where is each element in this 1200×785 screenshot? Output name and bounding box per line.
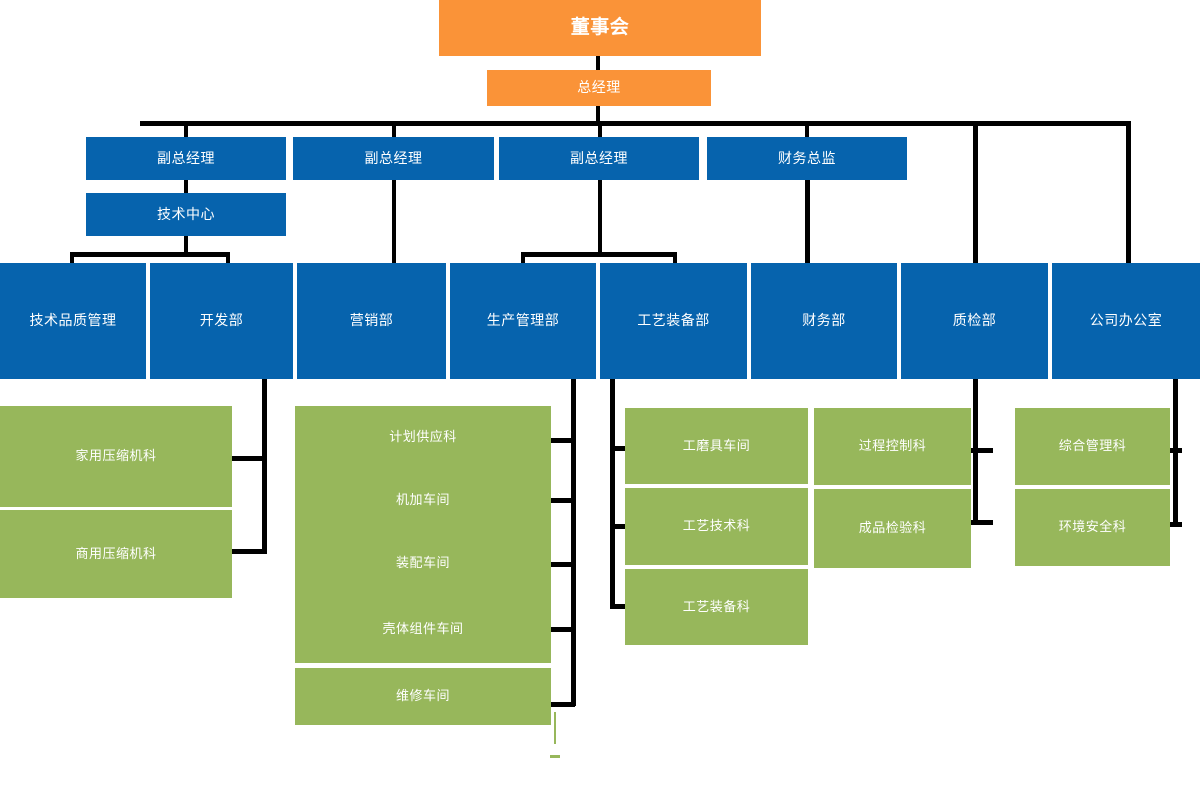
node-label: 董事会 bbox=[570, 17, 630, 39]
node-dept-company-office[interactable]: 公司办公室 bbox=[1052, 263, 1200, 379]
node-label: 环境安全科 bbox=[1058, 519, 1127, 535]
connector-deputy3-stem bbox=[598, 180, 602, 256]
node-label: 综合管理科 bbox=[1058, 438, 1127, 454]
connector-tech-center-to-tech-quality bbox=[70, 252, 74, 264]
connector-bus-to-finance-director bbox=[805, 121, 809, 137]
node-technology-center[interactable]: 技术中心 bbox=[86, 193, 286, 236]
node-section-process-equipment[interactable]: 工艺装备科 bbox=[625, 569, 808, 645]
node-section-machining-shop[interactable]: 机加车间 bbox=[295, 469, 551, 532]
node-label: 工艺装备部 bbox=[637, 312, 710, 329]
node-dept-marketing[interactable]: 营销部 bbox=[297, 263, 448, 379]
node-label: 工艺装备科 bbox=[682, 598, 751, 614]
connector-gm-bus bbox=[140, 121, 1130, 126]
node-section-commercial-compressor[interactable]: 商用压缩机科 bbox=[0, 510, 232, 598]
node-section-general-management[interactable]: 综合管理科 bbox=[1015, 408, 1170, 487]
node-label: 财务部 bbox=[802, 312, 846, 329]
node-label: 公司办公室 bbox=[1089, 312, 1163, 329]
node-section-tool-mold-shop[interactable]: 工磨具车间 bbox=[625, 408, 808, 486]
connector-quality-to-finished-inspection bbox=[971, 520, 993, 525]
node-dept-finance[interactable]: 财务部 bbox=[751, 263, 899, 379]
node-label: 技术中心 bbox=[157, 205, 215, 222]
connector-quality-to-process-control bbox=[971, 448, 993, 453]
node-dept-development[interactable]: 开发部 bbox=[150, 263, 295, 379]
node-section-maintenance-shop[interactable]: 维修车间 bbox=[295, 668, 551, 725]
node-label: 工艺技术科 bbox=[682, 518, 751, 534]
node-deputy-general-manager-3[interactable]: 副总经理 bbox=[499, 137, 699, 180]
connector-production-to-assembly-shop bbox=[551, 562, 575, 567]
connector-production-spine bbox=[571, 379, 576, 706]
node-section-planning-supply[interactable]: 计划供应科 bbox=[295, 406, 551, 469]
node-label: 副总经理 bbox=[364, 149, 423, 166]
connector-process-equipment-spine bbox=[610, 379, 615, 609]
node-section-process-technology[interactable]: 工艺技术科 bbox=[625, 488, 808, 567]
node-label: 过程控制科 bbox=[858, 438, 927, 454]
connector-tech-center-bus bbox=[70, 252, 230, 257]
connector-office-to-env-safety bbox=[1168, 522, 1182, 527]
connector-bus-to-deputy-2 bbox=[392, 121, 396, 137]
connector-board-to-gm bbox=[596, 56, 600, 70]
node-deputy-general-manager-2[interactable]: 副总经理 bbox=[293, 137, 494, 180]
connector-deputy3-to-production-mgmt bbox=[521, 252, 525, 264]
connector-production-to-machining-shop bbox=[551, 498, 575, 503]
node-label: 财务总监 bbox=[778, 149, 836, 166]
node-label: 维修车间 bbox=[395, 688, 450, 704]
node-label: 机加车间 bbox=[395, 492, 450, 508]
connector-tech-center-stem bbox=[184, 236, 188, 254]
node-label: 成品检验科 bbox=[858, 520, 927, 536]
node-label: 开发部 bbox=[199, 312, 244, 329]
connector-process-equipment-to-process-technology bbox=[610, 524, 630, 529]
connector-production-tail-green bbox=[554, 712, 556, 744]
connector-development-spine bbox=[262, 379, 267, 554]
node-deputy-general-manager-1[interactable]: 副总经理 bbox=[86, 137, 286, 180]
node-label: 副总经理 bbox=[570, 149, 628, 166]
node-label: 质检部 bbox=[952, 312, 997, 329]
node-section-env-safety[interactable]: 环境安全科 bbox=[1015, 489, 1170, 566]
node-label: 家用压缩机科 bbox=[75, 448, 157, 464]
node-label: 生产管理部 bbox=[486, 312, 560, 329]
connector-deputy3-to-process-equipment bbox=[673, 252, 677, 264]
connector-process-equipment-to-tool-mold-shop bbox=[610, 446, 630, 451]
node-label: 装配车间 bbox=[395, 555, 450, 571]
connector-development-to-home-compressor bbox=[232, 456, 266, 461]
node-label: 商用压缩机科 bbox=[75, 545, 157, 561]
node-board-of-directors[interactable]: 董事会 bbox=[439, 0, 761, 56]
node-section-shell-component-shop[interactable]: 壳体组件车间 bbox=[295, 595, 551, 663]
connector-office-to-general-management bbox=[1168, 448, 1182, 453]
node-section-finished-inspection[interactable]: 成品检验科 bbox=[814, 489, 971, 568]
node-section-assembly-shop[interactable]: 装配车间 bbox=[295, 532, 551, 595]
connector-bus-to-deputy-1 bbox=[184, 121, 188, 137]
node-section-process-control[interactable]: 过程控制科 bbox=[814, 408, 971, 487]
node-label: 总经理 bbox=[577, 79, 621, 96]
node-general-manager[interactable]: 总经理 bbox=[487, 70, 711, 106]
connector-production-tail-tick bbox=[550, 755, 560, 758]
node-label: 副总经理 bbox=[157, 149, 215, 166]
connector-bus-to-company-office bbox=[1126, 121, 1131, 263]
connector-development-to-commercial-compressor bbox=[232, 549, 266, 554]
connector-bus-to-deputy-3 bbox=[598, 121, 602, 137]
node-label: 计划供应科 bbox=[389, 429, 457, 445]
node-label: 技术品质管理 bbox=[29, 312, 117, 329]
node-label: 工磨具车间 bbox=[682, 437, 751, 453]
connector-process-equipment-to-process-equipment-sec bbox=[610, 604, 630, 609]
node-dept-quality-inspection[interactable]: 质检部 bbox=[901, 263, 1050, 379]
connector-company-office-spine bbox=[1173, 379, 1178, 527]
connector-production-to-planning-supply bbox=[551, 438, 575, 443]
connector-tech-center-to-development bbox=[226, 252, 230, 264]
node-section-home-compressor[interactable]: 家用压缩机科 bbox=[0, 406, 232, 507]
connector-production-to-shell-component-shop bbox=[551, 627, 575, 632]
node-dept-process-equipment[interactable]: 工艺装备部 bbox=[600, 263, 749, 379]
connector-gm-stem bbox=[596, 104, 600, 124]
connector-deputy1-to-tech-center bbox=[184, 180, 188, 193]
node-label: 营销部 bbox=[349, 312, 394, 329]
node-finance-director[interactable]: 财务总监 bbox=[707, 137, 907, 180]
connector-deputy3-bus bbox=[521, 252, 677, 257]
connector-deputy2-to-marketing bbox=[392, 180, 396, 264]
node-dept-tech-quality-management[interactable]: 技术品质管理 bbox=[0, 263, 148, 379]
connector-finance-director-to-finance-dept bbox=[805, 180, 810, 264]
connector-production-to-maintenance-shop bbox=[551, 702, 575, 707]
node-label: 壳体组件车间 bbox=[382, 620, 464, 636]
node-dept-production-management[interactable]: 生产管理部 bbox=[450, 263, 598, 379]
connector-bus-to-quality-inspection bbox=[973, 121, 978, 263]
